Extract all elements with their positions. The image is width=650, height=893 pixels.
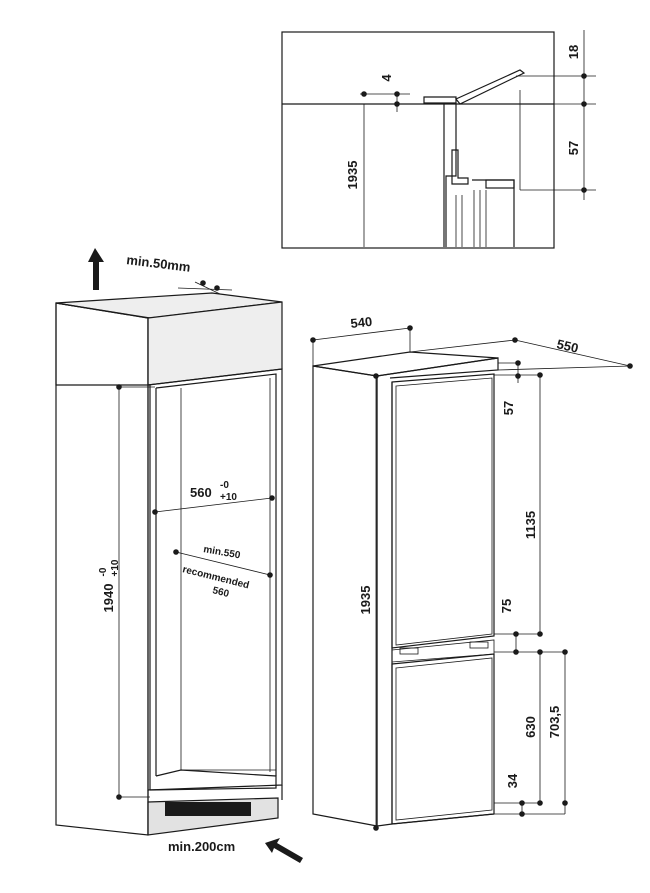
detail-18-label: 18 (566, 45, 581, 59)
cabinet-niche: min.50mm 1940 -0 +10 560 -0 +10 min.550 … (55, 248, 303, 863)
cabinet-width-tol-top: -0 (220, 480, 229, 491)
vent-area-label: min.200cm (168, 839, 235, 854)
cabinet-height-tol-top: -0 (98, 567, 109, 576)
vent-grille (165, 802, 251, 816)
cabinet-width-tol-bottom: +10 (220, 492, 237, 503)
depth-min-label: min.550 (202, 544, 241, 561)
depth-recommended-value: 560 (211, 585, 230, 600)
appliance-34-label: 34 (505, 773, 520, 788)
detail-1935-label: 1935 (345, 161, 360, 190)
appliance-width-label: 540 (350, 314, 373, 331)
top-detail: 18 4 1935 57 (281, 30, 596, 249)
detail-frame (281, 31, 555, 249)
detail-4-label: 4 (379, 74, 394, 82)
airflow-arrow-icon (265, 838, 303, 863)
cabinet-height-label: 1940 (101, 584, 116, 613)
appliance-630-label: 630 (523, 716, 538, 738)
appliance-75-label: 75 (499, 599, 514, 613)
appliance-57-label: 57 (501, 401, 516, 415)
detail-57-label: 57 (566, 141, 581, 155)
cabinet-width-label: 560 (190, 485, 212, 500)
min-top-gap-label: min.50mm (126, 252, 192, 275)
appliance-1135-label: 1135 (523, 511, 538, 539)
cabinet-height-tol-bottom: +10 (110, 559, 121, 576)
appliance-depth-label: 550 (555, 336, 580, 355)
appliance: 540 550 1935 (310, 314, 633, 831)
appliance-height-label: 1935 (358, 586, 373, 615)
appliance-703-label: 703,5 (547, 706, 562, 739)
up-arrow-icon (88, 248, 104, 290)
